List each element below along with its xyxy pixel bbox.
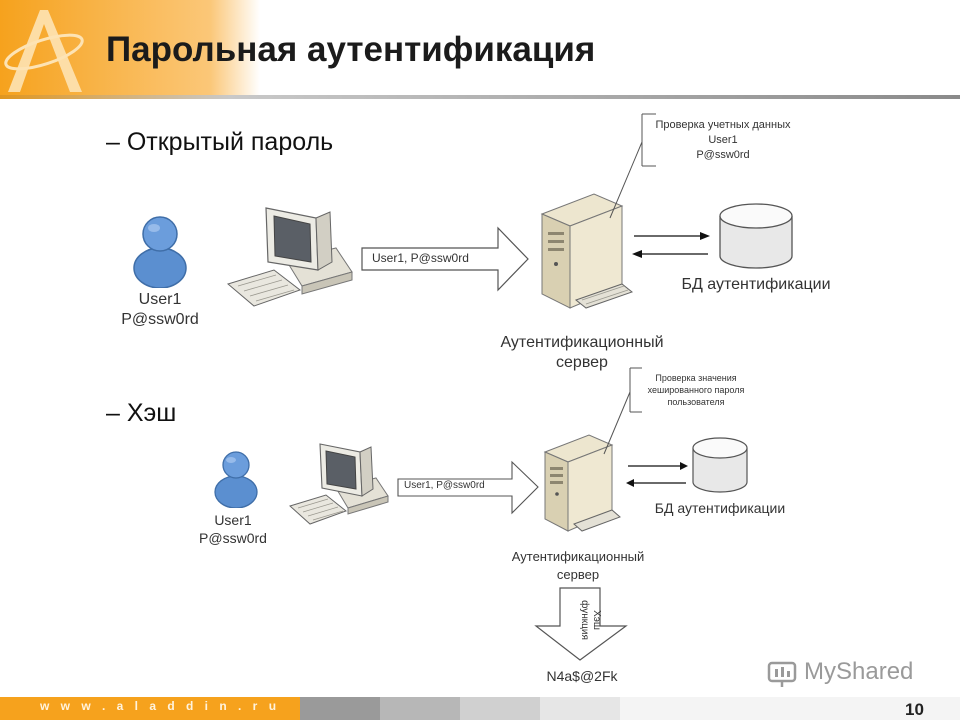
user-icon [133, 216, 187, 288]
note-line3: пользователя [667, 397, 725, 407]
user-credentials: User1 P@ssw0rd [186, 511, 280, 547]
note-line2: хешированного пароля [647, 385, 745, 395]
slide-title: Парольная аутентификация [106, 30, 596, 69]
credentials-arrow [361, 226, 529, 292]
myshared-logo-icon [767, 661, 797, 687]
db-exchange-arrows [632, 232, 710, 258]
user-password: P@ssw0rd [121, 311, 199, 328]
callout-leader [603, 367, 642, 455]
server-label-line1: Аутентификационный [511, 549, 645, 564]
verification-note: Проверка учетных данных User1 P@ssw0rd [642, 118, 804, 163]
server-label-line1: Аутентификационный [500, 334, 664, 351]
user-name: User1 [214, 512, 252, 528]
callout-leader [609, 113, 656, 219]
header-rule [0, 95, 960, 99]
credentials-arrow [397, 460, 539, 515]
server-label-line2: сервер [556, 567, 600, 582]
server-icon [543, 434, 621, 532]
server-icon [540, 193, 634, 309]
server-label: Аутентификационный сервер [480, 548, 676, 584]
header-bar [0, 0, 960, 98]
note-line3: P@ssw0rd [696, 149, 750, 161]
server-label-line2: сервер [556, 354, 608, 371]
db-exchange-arrows [626, 462, 688, 487]
aladdin-logo [4, 10, 84, 92]
workstation-icon [289, 443, 389, 525]
bullet-open-password: – Открытый пароль [106, 128, 334, 156]
credentials-arrow-label: User1, P@ssw0rd [372, 251, 469, 265]
hash-result: N4a$@2Fk [546, 668, 618, 684]
watermark-text: MyShared [804, 658, 914, 685]
note-line1: Проверка значения [655, 373, 737, 383]
user-name: User1 [138, 291, 182, 308]
database-label: БД аутентификации [654, 500, 786, 516]
page-number: 10 [905, 700, 924, 719]
database-icon [719, 203, 793, 269]
footer-bar [0, 697, 960, 720]
database-icon [692, 437, 748, 493]
hash-function-arrow [534, 587, 628, 661]
verification-note: Проверка значения хешированного пароля п… [628, 372, 764, 408]
footer-website: w w w . a l a d d i n . r u [40, 699, 281, 713]
workstation-icon [226, 207, 353, 307]
credentials-arrow-label: User1, P@ssw0rd [404, 480, 485, 491]
database-label: БД аутентификации [681, 276, 831, 293]
server-label: Аутентификационный сервер [470, 333, 694, 373]
hash-function-label: Хэш функция [560, 598, 602, 642]
hash-function-text: Хэш функция [562, 598, 602, 642]
hash-function-line2: функция [579, 600, 590, 640]
user-credentials: User1 P@ssw0rd [106, 290, 214, 330]
hash-function-line1: Хэш [591, 610, 602, 630]
note-line2: User1 [708, 134, 738, 146]
user-icon [214, 451, 258, 508]
user-password: P@ssw0rd [199, 530, 267, 546]
bullet-hash: – Хэш [106, 399, 177, 427]
note-line1: Проверка учетных данных [655, 119, 791, 131]
